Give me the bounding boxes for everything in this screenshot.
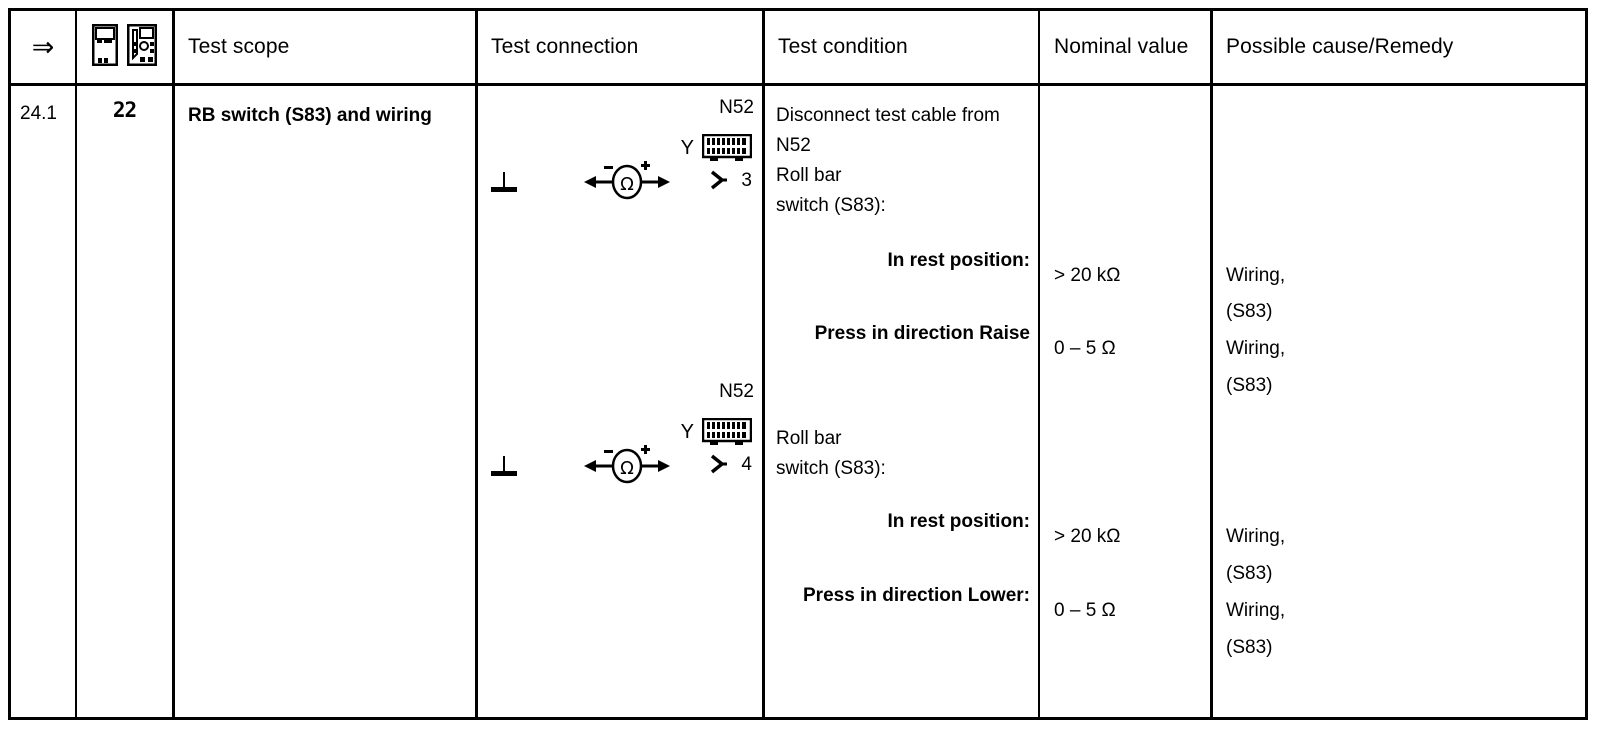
nominal-value-4: 0 – 5 Ω [1054,600,1116,621]
condition-block1-press: Press in direction Raise [814,323,1030,344]
header-test-condition: Test condition [778,35,908,58]
cell-test-scope: RB switch (S83) and wiring [188,105,432,126]
cell-possible-cause-remedy: Wiring, (S83) Wiring, (S83) Wiring, (S83… [1212,86,1585,720]
header-test-scope: Test scope [188,35,290,58]
remedy-3-line-1: Wiring, [1226,526,1286,547]
svg-text:Ω: Ω [620,174,634,195]
header-divider [11,83,1585,86]
header-possible-cause: Possible cause/Remedy [1226,35,1454,58]
condition-intro-line-2: N52 [776,135,811,156]
column-divider-4 [762,11,765,717]
terminal-3: 3 [709,170,752,190]
cell-equipment-code: 22 [112,98,137,122]
column-divider-3 [475,11,478,717]
condition-block2-line-2: switch (S83): [776,458,886,479]
remedy-4-line-2: (S83) [1226,637,1273,658]
cell-test-condition: Disconnect test cable from N52 Roll bar … [764,86,1038,720]
column-divider-5 [1038,11,1040,717]
ohmmeter-symbol-icon: Ω [582,444,672,489]
remedy-1-line-2: (S83) [1226,301,1273,322]
condition-block2-line-1: Roll bar [776,428,842,449]
remedy-2-line-1: Wiring, [1226,338,1286,359]
ground-symbol-icon [489,454,519,485]
circuit-diagram-2: N52 Y [477,382,762,492]
rightwards-arrow-icon: ⇒ [31,31,55,62]
nominal-value-3: > 20 kΩ [1054,526,1121,547]
remedy-4-line-1: Wiring, [1226,600,1286,621]
test-box-icon [91,23,119,71]
condition-intro-line-1: Disconnect test cable from [776,105,1000,126]
nominal-value-2: 0 – 5 Ω [1054,338,1116,359]
cell-nominal-value: > 20 kΩ 0 – 5 Ω > 20 kΩ 0 – 5 Ω [1040,86,1210,720]
remedy-1-line-1: Wiring, [1226,265,1286,286]
condition-block2-press: Press in direction Lower: [803,585,1030,606]
header-step-column: ⇒ [11,11,75,83]
header-test-connection: Test connection [491,35,639,58]
header-equipment-column [77,11,172,83]
svg-text:Ω: Ω [620,458,634,479]
condition-block1-line-2: switch (S83): [776,195,886,216]
cell-step-number: 24.1 [20,103,57,124]
column-divider-2 [172,11,175,717]
circuit-diagram-1: N52 Y [477,98,762,208]
column-divider-1 [75,11,77,717]
remedy-3-line-2: (S83) [1226,563,1273,584]
multi-pin-connector-icon [701,417,753,451]
condition-block1-line-1: Roll bar [776,165,842,186]
terminal-4: 4 [709,454,752,474]
condition-block1-rest: In rest position: [887,250,1031,271]
nominal-value-1: > 20 kΩ [1054,265,1121,286]
remedy-2-line-2: (S83) [1226,375,1273,396]
cell-test-connection: N52 Y [477,86,762,720]
equipment-icon-group [91,23,158,71]
column-divider-6 [1210,11,1213,717]
multi-pin-connector-icon [701,133,753,167]
ohmmeter-symbol-icon: Ω [582,160,672,205]
ground-symbol-icon [489,170,519,201]
header-nominal-value: Nominal value [1054,35,1189,58]
multimeter-icon [126,23,158,71]
test-table: ⇒ [8,8,1588,720]
condition-block2-rest: In rest position: [887,511,1031,532]
